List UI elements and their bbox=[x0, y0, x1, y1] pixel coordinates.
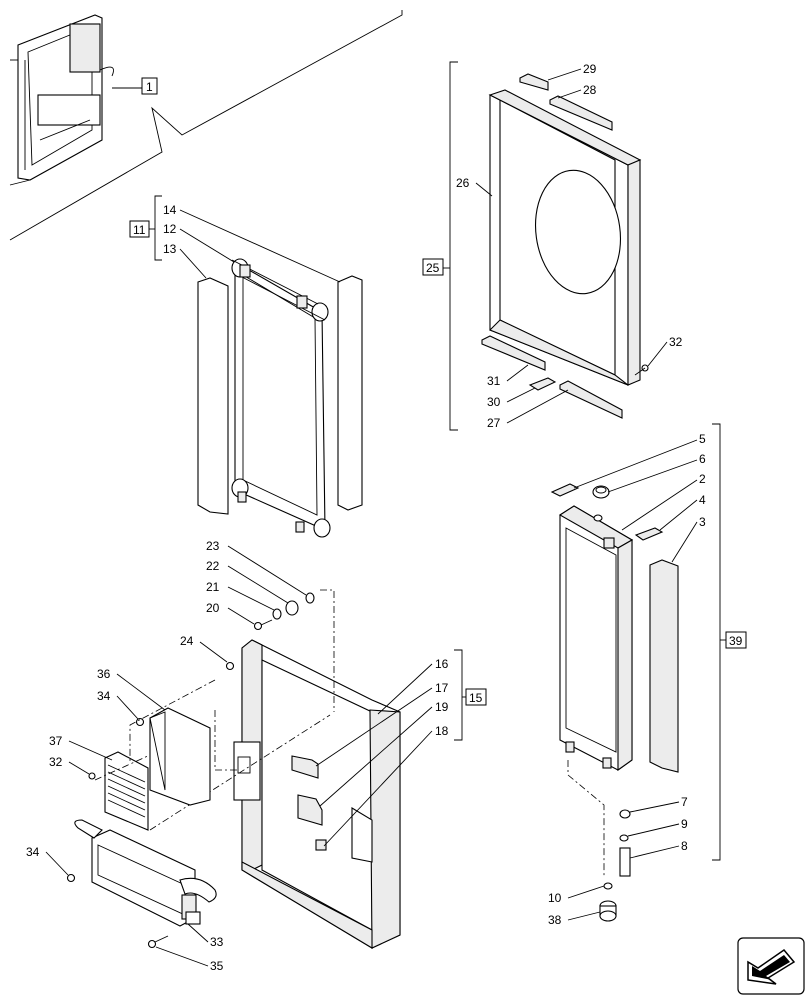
washer-21 bbox=[272, 608, 282, 620]
seal-strip-27 bbox=[559, 380, 623, 419]
cooler-mesh-37 bbox=[104, 751, 149, 831]
bolt-34-lower bbox=[66, 873, 76, 883]
callout-24: 24 bbox=[180, 634, 194, 648]
fan-shroud bbox=[488, 89, 642, 386]
callout-5: 5 bbox=[699, 432, 706, 446]
hose-8 bbox=[619, 847, 631, 877]
callout-3: 3 bbox=[699, 515, 706, 529]
callout-10: 10 bbox=[548, 891, 562, 905]
callout-23: 23 bbox=[206, 539, 220, 553]
callout-25: 25 bbox=[426, 261, 440, 275]
callout-30: 30 bbox=[487, 395, 501, 409]
callout-13: 13 bbox=[163, 242, 177, 256]
seal-strip-31 bbox=[481, 335, 546, 371]
callout-34b: 34 bbox=[26, 845, 40, 859]
clamp-9 bbox=[619, 834, 629, 842]
cap-6 bbox=[592, 485, 610, 499]
callout-7: 7 bbox=[681, 795, 688, 809]
bracket-36 bbox=[149, 707, 211, 806]
callout-38: 38 bbox=[548, 913, 562, 927]
callout-34a: 34 bbox=[97, 689, 111, 703]
callout-36: 36 bbox=[97, 667, 111, 681]
callout-16: 16 bbox=[435, 657, 449, 671]
pad-4 bbox=[634, 527, 664, 541]
pad-19 bbox=[297, 794, 323, 826]
next-page-arrow-icon[interactable] bbox=[737, 937, 805, 995]
bolt-34-upper bbox=[135, 717, 145, 727]
callout-11: 11 bbox=[133, 223, 146, 237]
callout-12: 12 bbox=[163, 222, 177, 236]
plug-38 bbox=[599, 900, 617, 922]
callout-box-25 bbox=[422, 258, 444, 276]
callout-18: 18 bbox=[435, 724, 449, 738]
seal-strip-28 bbox=[549, 95, 613, 131]
pad-17 bbox=[291, 755, 319, 779]
bolt-32-shroud bbox=[634, 364, 649, 376]
bolt-32-cooler bbox=[88, 772, 96, 780]
core-seal-13 bbox=[197, 277, 229, 515]
callout-28: 28 bbox=[583, 83, 597, 97]
callout-17: 17 bbox=[435, 681, 449, 695]
callout-21: 21 bbox=[206, 580, 220, 594]
callout-4: 4 bbox=[699, 493, 706, 507]
callout-6: 6 bbox=[699, 452, 706, 466]
callout-box-11 bbox=[129, 220, 150, 238]
callout-20: 20 bbox=[206, 601, 220, 615]
callout-29: 29 bbox=[583, 62, 597, 76]
assembly-overview-thumbnail bbox=[9, 14, 114, 186]
callout-27: 27 bbox=[487, 416, 501, 430]
view-separator-line bbox=[9, 10, 403, 241]
pad-5 bbox=[550, 483, 580, 497]
callout-32a: 32 bbox=[669, 335, 683, 349]
callout-32b: 32 bbox=[49, 755, 63, 769]
bushing-22 bbox=[285, 600, 299, 616]
core-seal-14 bbox=[337, 275, 363, 511]
washer-23 bbox=[305, 592, 315, 604]
callout-box-39 bbox=[725, 631, 747, 649]
callout-box-1 bbox=[141, 77, 158, 95]
elbow-7 bbox=[619, 809, 631, 819]
seal-strip-29 bbox=[519, 73, 549, 91]
callout-1: 1 bbox=[146, 80, 153, 94]
callout-26: 26 bbox=[456, 176, 470, 190]
pad-18 bbox=[315, 839, 327, 851]
callout-19: 19 bbox=[435, 700, 449, 714]
callout-39: 39 bbox=[729, 634, 743, 648]
callout-37: 37 bbox=[49, 734, 63, 748]
callout-14: 14 bbox=[163, 203, 177, 217]
callout-31: 31 bbox=[487, 374, 501, 388]
mounting-frame bbox=[233, 639, 401, 949]
radiator-core bbox=[231, 258, 331, 538]
bolt-35 bbox=[147, 935, 169, 949]
seal-strip-30 bbox=[528, 377, 557, 391]
callout-8: 8 bbox=[681, 839, 688, 853]
callout-9: 9 bbox=[681, 817, 688, 831]
callout-22: 22 bbox=[206, 559, 220, 573]
clamp-10 bbox=[603, 882, 613, 890]
radiator-39 bbox=[558, 505, 634, 772]
callout-box-15 bbox=[465, 688, 487, 706]
callout-33: 33 bbox=[210, 935, 224, 949]
callout-35: 35 bbox=[210, 959, 224, 973]
seal-3 bbox=[649, 559, 679, 773]
oil-cooler bbox=[74, 819, 217, 927]
bolt-24 bbox=[225, 661, 235, 671]
bolt-20 bbox=[253, 619, 273, 631]
callout-15: 15 bbox=[469, 691, 483, 705]
callout-2: 2 bbox=[699, 472, 706, 486]
